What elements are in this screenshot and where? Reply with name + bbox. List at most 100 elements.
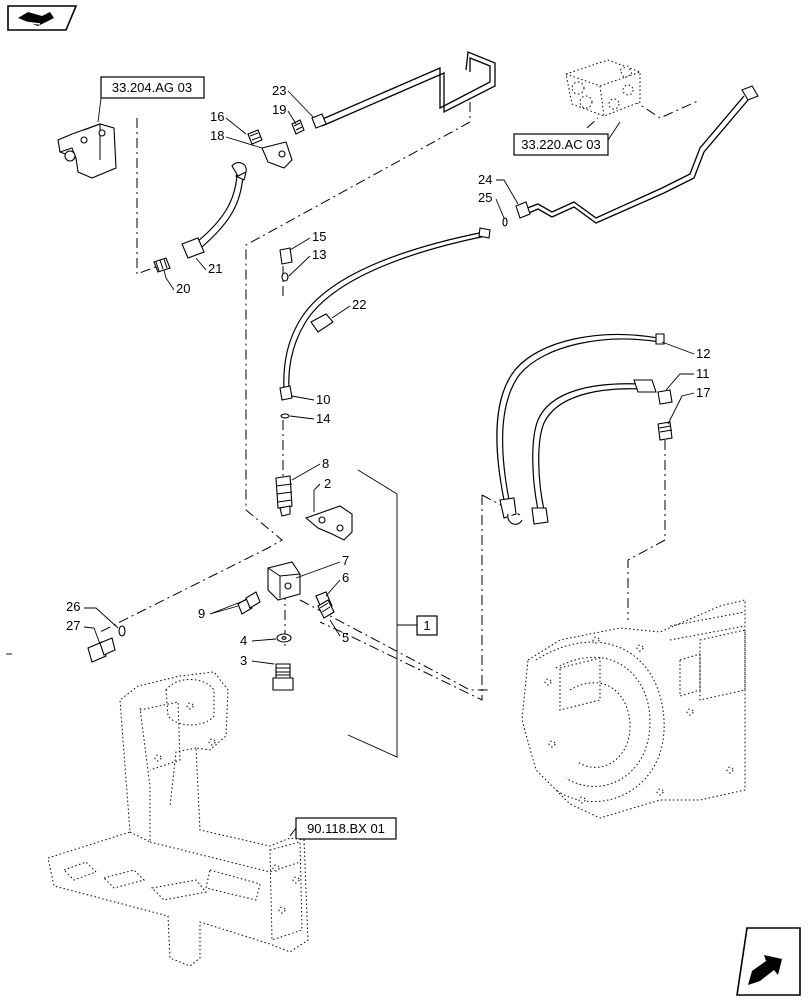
callout-2: 2: [313, 476, 331, 512]
svg-text:5: 5: [342, 630, 349, 645]
callout-25: 25: [478, 190, 505, 219]
callout-6: 6: [325, 570, 349, 597]
nut-19: [291, 119, 305, 135]
callout-7: 7: [295, 553, 349, 579]
svg-text:25: 25: [478, 190, 492, 205]
fitting-24: [515, 201, 531, 219]
hose-22: [283, 227, 491, 393]
callout-9: 9: [198, 599, 247, 621]
svg-text:33.220.AC 03: 33.220.AC 03: [521, 137, 601, 152]
callout-13: 13: [288, 247, 326, 277]
svg-text:23: 23: [272, 83, 286, 98]
svg-text:3: 3: [240, 653, 247, 668]
hose-12: [496, 333, 665, 525]
centerline-tube-vertical: [99, 102, 471, 633]
svg-text:24: 24: [478, 172, 492, 187]
fitting-11: [657, 389, 673, 405]
callout-19: 19: [272, 102, 297, 125]
fitting-5: [317, 599, 335, 619]
svg-text:7: 7: [342, 553, 349, 568]
callout-24: 24: [478, 172, 519, 205]
centerline-upper-left: [136, 118, 159, 275]
bracket-part-upper-left: [57, 123, 117, 179]
svg-text:90.118.BX 01: 90.118.BX 01: [307, 821, 385, 836]
centerline-valve-2: [586, 117, 599, 129]
callout-4: 4: [240, 633, 277, 648]
bolts-9: [237, 591, 261, 615]
callout-10: 10: [291, 392, 330, 407]
centerline-right: [319, 495, 483, 701]
svg-text:19: 19: [272, 102, 286, 117]
transmission-housing: [521, 599, 746, 819]
callout-22: 22: [331, 297, 366, 319]
svg-text:20: 20: [176, 281, 190, 296]
callout-5: 5: [329, 619, 349, 645]
callout-17: 17: [667, 385, 710, 425]
svg-text:27: 27: [66, 618, 80, 633]
svg-text:18: 18: [210, 128, 224, 143]
svg-text:26: 26: [66, 599, 80, 614]
centerline-block-right: [299, 599, 490, 691]
next-page-arrow-icon[interactable]: [736, 927, 801, 996]
svg-text:14: 14: [316, 411, 330, 426]
fitting-10: [279, 385, 293, 401]
svg-text:33.204.AG 03: 33.204.AG 03: [112, 80, 192, 95]
callout-26: 26: [66, 599, 119, 629]
centerline-valve: [629, 97, 701, 119]
svg-text:10: 10: [316, 392, 330, 407]
callout-15: 15: [289, 229, 326, 251]
svg-text:16: 16: [210, 109, 224, 124]
bolt-27: [87, 637, 116, 663]
fitting-15: [279, 247, 293, 265]
hose-21: [181, 162, 247, 259]
reference-33-204-ag-03[interactable]: 33.204.AG 03: [100, 76, 205, 99]
o-ring-14: [280, 413, 290, 419]
svg-text:13: 13: [312, 247, 326, 262]
callout-27: 27: [66, 618, 101, 645]
fitting-20: [153, 257, 171, 273]
callout-11: 11: [665, 366, 710, 391]
svg-text:15: 15: [312, 229, 326, 244]
centerline-far-right: [627, 440, 666, 620]
svg-text:12: 12: [696, 346, 710, 361]
bolt-3: [272, 663, 294, 691]
bracket-18: [261, 141, 293, 169]
svg-text:1: 1: [423, 618, 430, 633]
callout-12: 12: [661, 341, 710, 361]
svg-text:21: 21: [208, 261, 222, 276]
o-ring-25: [502, 217, 508, 227]
callout-8: 8: [291, 456, 329, 481]
fitting-17: [657, 421, 673, 441]
washer-4: [276, 633, 292, 643]
callout-14: 14: [289, 411, 330, 426]
svg-text:6: 6: [342, 570, 349, 585]
callout-20: 20: [163, 269, 190, 296]
callout-16: 16: [210, 109, 247, 135]
front-axle-support: [47, 671, 309, 967]
svg-text:9: 9: [198, 606, 205, 621]
tube-to-valve: [521, 85, 759, 224]
adapter-8: [275, 475, 293, 517]
svg-text:17: 17: [696, 385, 710, 400]
callout-23: 23: [272, 83, 315, 119]
block-7: [267, 561, 301, 601]
bolt-16: [247, 129, 263, 145]
svg-text:4: 4: [240, 633, 247, 648]
bracket-2: [304, 505, 353, 541]
reference-90-118-bx-01[interactable]: 90.118.BX 01: [295, 817, 397, 840]
hose-11: [531, 379, 657, 525]
svg-text:22: 22: [352, 297, 366, 312]
callout-21: 21: [195, 257, 222, 276]
reference-33-220-ac-03[interactable]: 33.220.AC 03: [513, 133, 609, 156]
callout-3: 3: [240, 653, 275, 668]
callout-18: 18: [210, 128, 263, 149]
svg-text:11: 11: [696, 366, 710, 381]
valve-block: [565, 59, 641, 117]
assembly-label-1: 1: [416, 615, 438, 636]
o-ring-13: [281, 272, 289, 282]
back-navigation-icon[interactable]: [7, 5, 78, 31]
svg-text:8: 8: [322, 456, 329, 471]
tube-23: [311, 51, 496, 129]
assembly-bracket: [347, 469, 417, 758]
